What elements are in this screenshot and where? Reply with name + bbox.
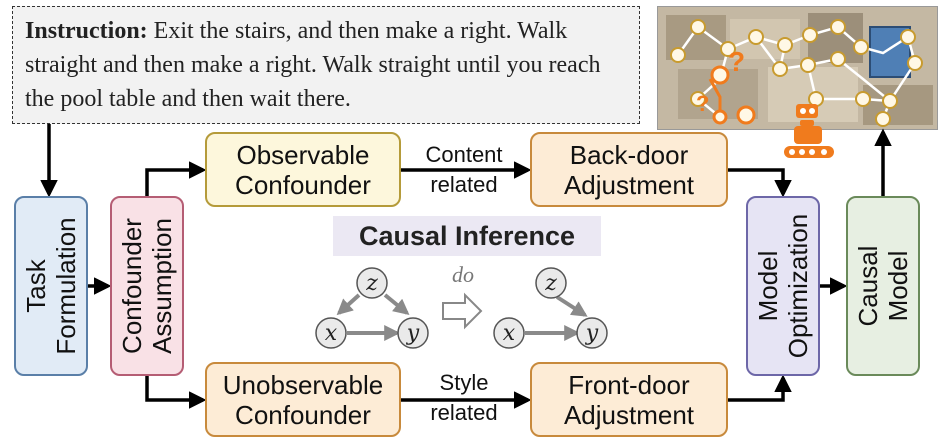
style-line2: related <box>430 400 498 425</box>
node-y-right <box>576 317 608 349</box>
style-line1: Style <box>439 370 489 395</box>
instruction-label: Instruction: <box>25 18 148 44</box>
map-graphic: ? ? <box>658 7 937 129</box>
node-z-left-label: z <box>365 271 378 296</box>
unobservable-line2: Confounder <box>235 399 371 430</box>
front-door-line1: Front-door <box>568 369 690 400</box>
edge-z-to-x-left <box>336 293 361 316</box>
arrow-backdoor-to-optimization <box>728 168 792 198</box>
instruction-panel: Instruction: Exit the stairs, and then m… <box>12 6 640 124</box>
node-y-left-label: y <box>406 321 420 346</box>
node-y-left <box>397 317 429 349</box>
observable-line2: Confounder <box>235 169 371 200</box>
instruction-text: Exit the stairs, and then make a right. … <box>25 18 601 112</box>
causal-model-line2: Model <box>883 250 913 322</box>
observable-line1: Observable <box>236 139 370 170</box>
task-line2: Formulation <box>51 217 81 355</box>
task-line1: Task <box>21 259 51 313</box>
robot-icon <box>784 104 834 158</box>
unobservable-line1: Unobservable <box>222 369 384 400</box>
causal-inference-title: Causal Inference <box>333 216 601 256</box>
svg-text:?: ? <box>728 46 745 77</box>
assumption-line1: Confounder <box>117 218 147 354</box>
content-line1: Content <box>425 142 503 167</box>
front-door-line2: Adjustment <box>563 399 695 430</box>
node-z-right-label: z <box>544 271 557 296</box>
edge-z-to-y-left <box>383 293 410 316</box>
node-x-right <box>493 317 525 349</box>
causal-graphs: z x y z x y <box>315 267 608 349</box>
intervention-arrow <box>442 292 483 330</box>
optimization-line1: Model <box>753 250 783 322</box>
arrow-to-observable <box>145 161 207 196</box>
node-z-left <box>356 267 388 299</box>
node-x-left <box>315 317 347 349</box>
style-related-label: Style related <box>405 368 523 428</box>
back-door-line1: Back-door <box>569 139 689 170</box>
node-z-right <box>535 267 567 299</box>
causal-model-line1: Causal <box>853 245 883 327</box>
arrow-to-unobservable <box>145 376 207 409</box>
back-door-line2: Adjustment <box>563 169 695 200</box>
assumption-line2: Assumption <box>147 218 177 354</box>
do-operator-label: do <box>452 262 474 287</box>
content-line2: related <box>430 172 498 197</box>
node-x-left-label: x <box>325 321 338 346</box>
edge-z-to-y-right <box>555 295 588 317</box>
node-y-right-label: y <box>585 321 599 346</box>
svg-text:?: ? <box>696 91 709 116</box>
content-related-label: Content related <box>405 140 523 200</box>
node-x-right-label: x <box>503 321 516 346</box>
optimization-line2: Optimization <box>783 213 813 359</box>
arrow-frontdoor-to-optimization <box>728 374 792 402</box>
